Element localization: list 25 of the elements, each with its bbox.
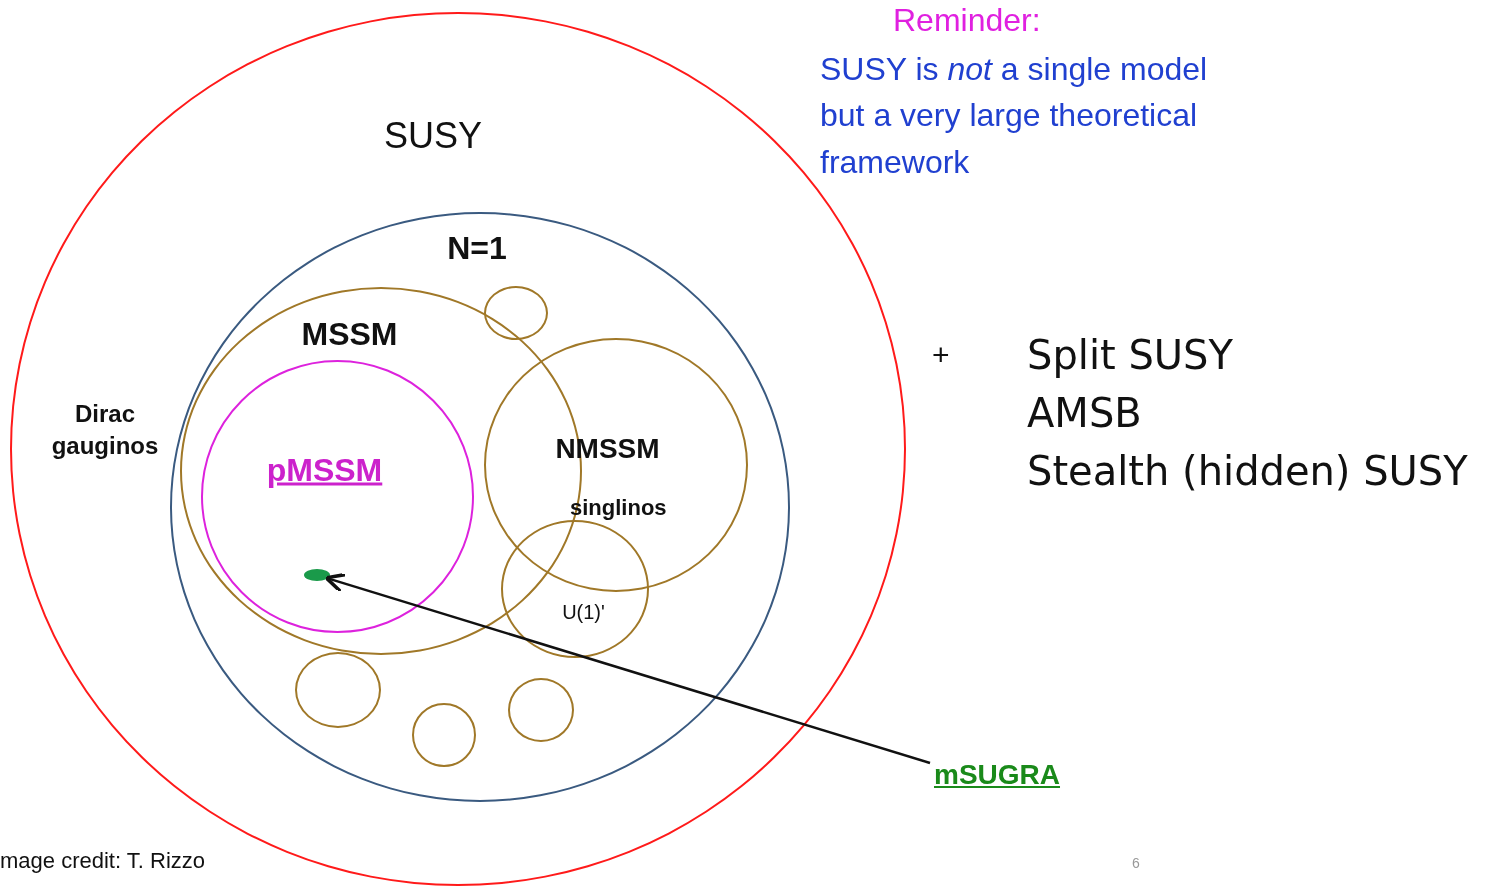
credit-note: mage credit: T. Rizzo <box>0 848 205 874</box>
model-name: Stealth (hidden) SUSY <box>1027 448 1468 494</box>
set-circle <box>412 703 476 767</box>
set-label: N=1 <box>447 229 507 267</box>
model-name: AMSB <box>1027 390 1142 436</box>
point-dot <box>303 568 330 581</box>
plus-sign: + <box>932 338 950 372</box>
set-label: SUSY <box>384 115 482 157</box>
set-label: pMSSM <box>266 451 383 488</box>
set-circle <box>170 212 790 802</box>
page-number: 6 <box>1132 855 1140 871</box>
leader-line <box>324 572 931 765</box>
set-circle <box>200 359 474 633</box>
set-circle <box>483 285 548 340</box>
set-label: U(1)' <box>562 600 605 623</box>
reminder-heading: Reminder: <box>893 2 1042 39</box>
set-circle <box>295 652 381 728</box>
set-circle <box>508 678 574 742</box>
set-label: MSSM <box>301 315 398 352</box>
callout-text: mSUGRA <box>934 759 1060 791</box>
model-name: Split SUSY <box>1027 332 1233 378</box>
set-circle <box>484 338 748 592</box>
set-label: Dirac gauginos <box>50 399 160 462</box>
set-circle <box>501 520 649 658</box>
reminder-note: SUSY is not a single model but a very large theoretical framework <box>820 50 1209 182</box>
